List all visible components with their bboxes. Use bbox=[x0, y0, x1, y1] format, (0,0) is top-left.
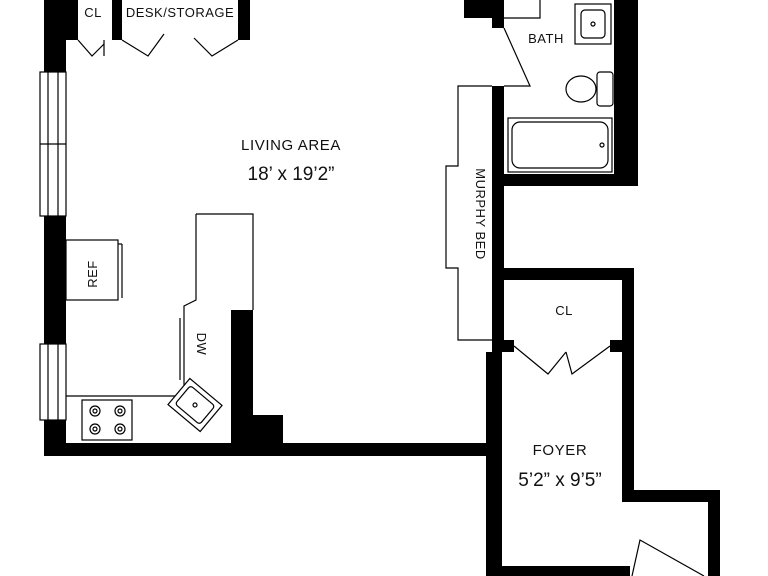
walls bbox=[44, 0, 720, 576]
wall-top-stub-3 bbox=[238, 0, 250, 40]
label-foyer-dims: 5’2” x 9’5” bbox=[518, 470, 601, 491]
wall-closet-top bbox=[492, 268, 634, 280]
wall-bath-left bbox=[492, 86, 504, 186]
wall-left-top bbox=[44, 0, 66, 72]
wall-bath-top-left bbox=[464, 0, 498, 18]
wall-top-stub-2 bbox=[112, 0, 122, 40]
wall-kitchen-base bbox=[231, 415, 283, 456]
wall-bath-stub bbox=[492, 0, 504, 28]
label-bath: BATH bbox=[528, 31, 564, 46]
bath-toilet-tank bbox=[596, 71, 614, 107]
wall-bath-bottom bbox=[492, 174, 638, 186]
label-foyer: FOYER bbox=[533, 442, 588, 459]
wall-left-mid bbox=[44, 216, 66, 344]
label-closet-top: CL bbox=[84, 5, 102, 20]
top-closet-doors bbox=[77, 33, 239, 57]
foyer-doors bbox=[513, 345, 705, 576]
kitchen-sink bbox=[167, 377, 223, 433]
wall-closet-right-stub bbox=[610, 340, 634, 352]
murphy-bed-outline bbox=[445, 85, 492, 341]
kitchen bbox=[65, 213, 254, 441]
label-closet-foyer: CL bbox=[555, 303, 573, 318]
wall-closet-right bbox=[622, 268, 634, 352]
label-murphy-bed: MURPHY BED bbox=[473, 168, 488, 259]
label-living-dims: 18’ x 19’2” bbox=[248, 164, 335, 185]
wall-foyer-right-lower bbox=[708, 490, 720, 576]
label-dishwasher: DW bbox=[194, 333, 209, 356]
cooktop bbox=[81, 399, 133, 441]
windows bbox=[39, 71, 67, 421]
wall-foyer-left bbox=[486, 352, 502, 576]
window-lower bbox=[39, 343, 67, 421]
bath-toilet-bowl bbox=[565, 75, 597, 103]
wall-foyer-bottom bbox=[486, 566, 630, 576]
wall-foyer-step bbox=[622, 490, 720, 502]
wall-foyer-right-upper bbox=[622, 352, 634, 502]
wall-top-stub-1 bbox=[66, 0, 78, 40]
labels: CL DESK/STORAGE BATH LIVING AREA 18’ x 1… bbox=[84, 5, 602, 491]
refrigerator bbox=[65, 239, 119, 301]
bath-tub bbox=[507, 117, 613, 173]
bath-fixtures bbox=[503, 0, 614, 173]
wall-closet-left-stub bbox=[492, 340, 514, 352]
label-living-area: LIVING AREA bbox=[241, 137, 341, 154]
label-desk-storage: DESK/STORAGE bbox=[126, 5, 234, 20]
label-refrigerator: REF bbox=[85, 260, 100, 288]
wall-bath-right bbox=[614, 0, 638, 186]
